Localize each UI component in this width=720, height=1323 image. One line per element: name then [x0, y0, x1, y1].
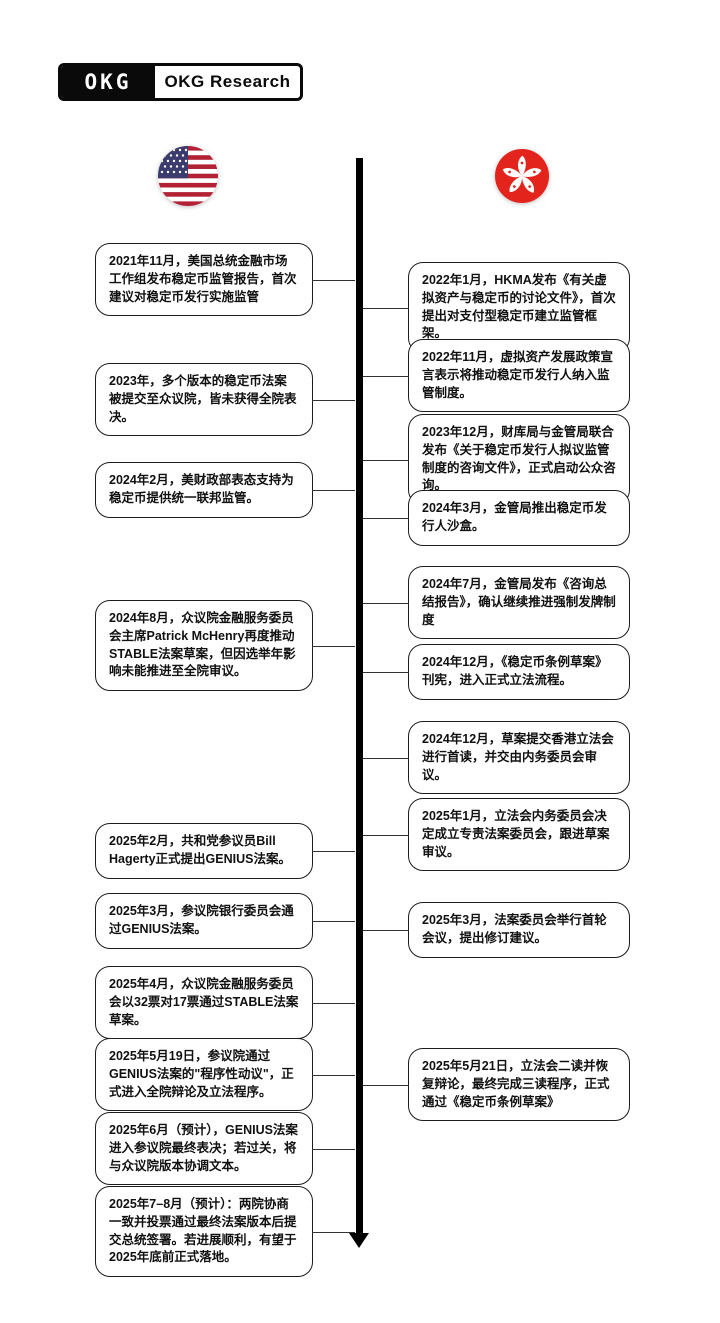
us-event-2024-08: 2024年8月，众议院金融服务委员会主席Patrick McHenry再度推动S… — [95, 600, 355, 691]
us-event-2025-03: 2025年3月，参议院银行委员会通过GENIUS法案。 — [95, 893, 355, 949]
okg-logo-frame: OKG OKG Research — [60, 65, 301, 99]
us-event-2025-06: 2025年6月（预计），GENIUS法案进入参议院最终表决；若过关，将与众议院版… — [95, 1112, 355, 1186]
hk-event-2024-03: 2024年3月，金管局推出稳定币发行人沙盒。 — [363, 490, 630, 546]
timeline-arrowhead-icon — [349, 1233, 369, 1248]
hk-event-2024-12-gazette: 2024年12月，《稳定币条例草案》刊宪，进入正式立法流程。 — [363, 644, 630, 700]
okg-logo-text: OKG Research — [164, 72, 291, 91]
us-event-2021-11: 2021年11月，美国总统金融市场工作组发布稳定币监管报告，首次建议对稳定币发行… — [95, 243, 355, 317]
hk-event-2025-05-21: 2025年5月21日，立法会二读并恢复辩论，最终完成三读程序，正式通过《稳定币条… — [363, 1048, 630, 1122]
us-event-2024-02: 2024年2月，美财政部表态支持为稳定币提供统一联邦监管。 — [95, 462, 355, 518]
hk-event-2024-07: 2024年7月，金管局发布《咨询总结报告》，确认继续推进强制发牌制度 — [363, 566, 630, 640]
okg-logo-mark: OKG — [61, 66, 155, 98]
hk-event-2022-01: 2022年1月，HKMA发布《有关虚拟资产与稳定币的讨论文件》，首次提出对支付型… — [363, 262, 630, 353]
hk-event-2025-01: 2025年1月，立法会内务委员会决定成立专责法案委员会，跟进草案审议。 — [363, 798, 630, 872]
us-event-2023: 2023年，多个版本的稳定币法案被提交至众议院，皆未获得全院表决。 — [95, 363, 355, 437]
us-event-2025-04: 2025年4月，众议院金融服务委员会以32票对17票通过STABLE法案草案。 — [95, 966, 355, 1040]
us-event-2025-05-19: 2025年5月19日，参议院通过GENIUS法案的"程序性动议"，正式进入全院辩… — [95, 1038, 355, 1112]
hk-event-2024-12-firstreading: 2024年12月，草案提交香港立法会进行首读，并交由内务委员会审议。 — [363, 721, 630, 795]
us-event-2025-07-08: 2025年7–8月（预计）：两院协商一致并投票通过最终法案版本后提交总统签署。若… — [95, 1186, 355, 1277]
timeline-axis — [356, 158, 363, 1235]
hk-event-2022-11: 2022年11月，虚拟资产发展政策宣言表示将推动稳定币发行人纳入监管制度。 — [363, 339, 630, 413]
hk-event-2023-12: 2023年12月，财库局与金管局联合发布《关于稳定币发行人拟议监管制度的咨询文件… — [363, 414, 630, 505]
hk-flag-icon — [495, 149, 549, 203]
okg-research-logo: OKG OKG Research — [58, 63, 303, 101]
hk-event-2025-03: 2025年3月，法案委员会举行首轮会议，提出修订建议。 — [363, 902, 630, 958]
us-event-2025-02: 2025年2月，共和党参议员Bill Hagerty正式提出GENIUS法案。 — [95, 823, 355, 879]
us-flag-icon — [158, 146, 218, 206]
